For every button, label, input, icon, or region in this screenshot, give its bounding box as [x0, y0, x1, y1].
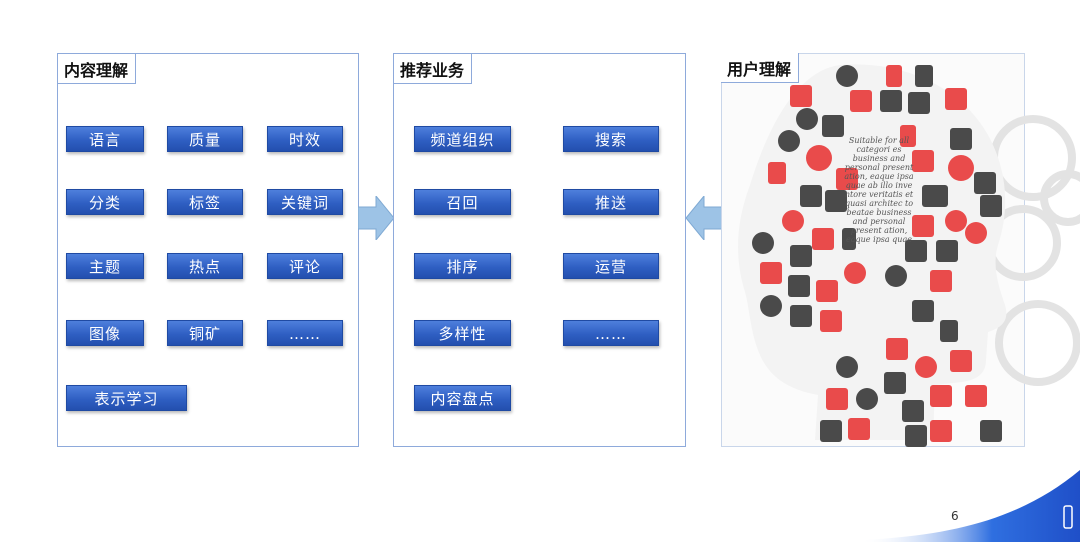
bird-icon — [820, 310, 842, 332]
watermark-circle — [1040, 170, 1080, 226]
cube-icon — [790, 85, 812, 107]
wallet-icon — [930, 270, 952, 292]
train-icon — [880, 90, 902, 112]
chip-search: 搜索 — [563, 126, 659, 152]
cup-icon — [912, 215, 934, 237]
lips-icon — [836, 168, 858, 190]
pants-icon — [816, 280, 838, 302]
chip-image: 图像 — [66, 320, 144, 346]
phone-icon — [790, 245, 812, 267]
mail-icon — [905, 425, 927, 447]
chip-topic: 主题 — [66, 253, 144, 279]
car-icon — [850, 90, 872, 112]
chip-ranking: 排序 — [414, 253, 511, 279]
disc-icon — [806, 145, 832, 171]
sun-icon — [915, 356, 937, 378]
weather-icon — [760, 262, 782, 284]
download-icon — [800, 185, 822, 207]
left-arrow-icon — [686, 196, 722, 240]
book-icon — [812, 228, 834, 250]
tv-icon — [788, 275, 810, 297]
head-icon-collage — [738, 64, 1007, 441]
shirt-icon — [886, 65, 902, 87]
plant-icon — [790, 305, 812, 327]
chip-content-inventory: 内容盘点 — [414, 385, 511, 411]
keyboard-icon — [922, 185, 948, 207]
info-icon — [908, 92, 930, 114]
chip-hotspot: 热点 — [167, 253, 243, 279]
ship-icon — [902, 400, 924, 422]
music-icon — [912, 150, 934, 172]
watermark-circle — [995, 300, 1080, 386]
page-number: 6 — [951, 509, 959, 523]
cutlery-icon — [974, 172, 996, 194]
tower-icon — [940, 320, 958, 342]
basketball-icon — [760, 295, 782, 317]
corner-swoosh-decoration — [860, 470, 1080, 542]
clock-icon — [778, 130, 800, 152]
mic-icon — [842, 228, 856, 250]
plane-icon — [950, 350, 972, 372]
home-icon — [980, 420, 1002, 442]
chip-operation: 运营 — [563, 253, 659, 279]
envelope-red-icon — [826, 388, 848, 410]
sofa-icon — [820, 420, 842, 442]
cloud-icon — [950, 128, 972, 150]
content-understanding-panel: 内容理解 — [57, 53, 359, 447]
bicycle-icon — [752, 232, 774, 254]
chip-ellipsis-content: …… — [267, 320, 343, 346]
atom-icon — [936, 240, 958, 262]
panel-title-content: 内容理解 — [58, 54, 137, 84]
gift-icon — [930, 385, 952, 407]
chip-diversity: 多样性 — [414, 320, 511, 346]
printer-icon — [825, 190, 847, 212]
chip-category: 分类 — [66, 189, 144, 215]
book-red-icon — [848, 418, 870, 440]
film-icon — [822, 115, 844, 137]
chip-recall: 召回 — [414, 189, 511, 215]
search-icon — [836, 356, 858, 378]
lock-icon — [905, 240, 927, 262]
panel-title-business: 推荐业务 — [394, 54, 473, 84]
chip-push: 推送 — [563, 189, 659, 215]
chip-comment: 评论 — [267, 253, 343, 279]
right-arrow-icon — [358, 196, 394, 240]
chip-quality: 质量 — [167, 126, 243, 152]
cup-dark-icon — [912, 300, 934, 322]
camera-icon — [915, 65, 933, 87]
compass-icon — [856, 388, 878, 410]
chip-copper: 铜矿 — [167, 320, 243, 346]
flag-icon — [900, 125, 916, 147]
collage-text: Suitable for all categori es business an… — [844, 136, 914, 244]
globe-icon — [948, 155, 974, 181]
headphones-icon — [836, 65, 858, 87]
chip-timeliness: 时效 — [267, 126, 343, 152]
cloud-red-icon — [844, 262, 866, 284]
power-icon — [885, 265, 907, 287]
car-dark-icon — [980, 195, 1002, 217]
chip-keyword: 关键词 — [267, 189, 343, 215]
umbrella-icon — [796, 108, 818, 130]
chip-tag: 标签 — [167, 189, 243, 215]
chart-icon — [886, 338, 908, 360]
snowflake-icon — [782, 210, 804, 232]
house-icon — [768, 162, 786, 184]
briefcase-icon — [930, 420, 952, 442]
panel-title-user: 用户理解 — [721, 53, 800, 83]
recommendation-business-panel: 推荐业务 — [393, 53, 686, 447]
monitor-icon — [965, 385, 987, 407]
gear-icon — [965, 222, 987, 244]
apple-icon — [945, 210, 967, 232]
chip-ellipsis-business: …… — [563, 320, 659, 346]
chip-language: 语言 — [66, 126, 144, 152]
chip-representation-learning: 表示学习 — [66, 385, 187, 411]
photo-icon — [945, 88, 967, 110]
speaker-icon — [884, 372, 906, 394]
chip-channel-org: 频道组织 — [414, 126, 511, 152]
